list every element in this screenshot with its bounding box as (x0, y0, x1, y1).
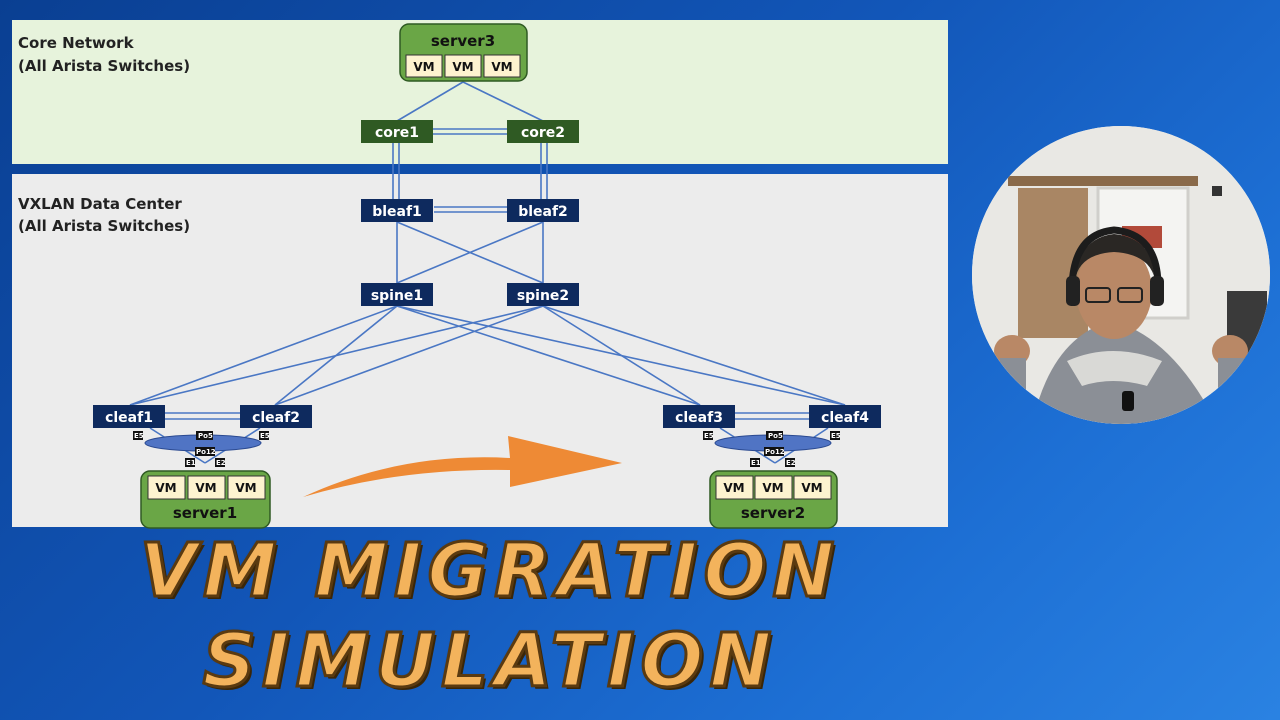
vm-label: VM (195, 481, 216, 495)
switch-label: bleaf2 (518, 204, 568, 220)
switch-label: core2 (521, 125, 565, 141)
vm-label: VM (762, 481, 783, 495)
server-label: server1 (173, 504, 237, 522)
switch-bleaf1[interactable]: bleaf1 (361, 199, 433, 222)
links (129, 81, 846, 464)
switch-spine1[interactable]: spine1 (361, 283, 433, 306)
vm-label: VM (723, 481, 744, 495)
vm-label: VM (413, 60, 434, 74)
port-e5-cleaf2: E5 (260, 432, 270, 440)
port-po5-left: Po5 (198, 432, 213, 440)
switch-label: cleaf1 (105, 410, 153, 426)
switch-label: spine2 (517, 288, 569, 304)
presenter-webcam (972, 126, 1270, 424)
presenter-image (972, 126, 1270, 424)
switch-bleaf2[interactable]: bleaf2 (507, 199, 579, 222)
switch-core1[interactable]: core1 (361, 120, 433, 143)
port-e5-cleaf3: E5 (704, 432, 714, 440)
port-e5-cleaf4: E5 (831, 432, 841, 440)
server-label: server2 (741, 504, 805, 522)
port-e5-cleaf1: E5 (134, 432, 144, 440)
switch-core2[interactable]: core2 (507, 120, 579, 143)
port-e1-right: E1 (751, 459, 761, 467)
dc-zone-subtitle: (All Arista Switches) (18, 217, 190, 235)
switch-cleaf1[interactable]: cleaf1 (93, 405, 165, 428)
server2[interactable]: VM VM VM server2 (709, 470, 838, 529)
switch-spine2[interactable]: spine2 (507, 283, 579, 306)
core-zone-subtitle: (All Arista Switches) (18, 57, 190, 75)
vm-label: VM (235, 481, 256, 495)
vm-label: VM (452, 60, 473, 74)
switch-label: core1 (375, 125, 419, 141)
switch-label: cleaf3 (675, 410, 723, 426)
port-e2-right: E2 (786, 459, 796, 467)
switch-cleaf4[interactable]: cleaf4 (809, 405, 881, 428)
vm-label: VM (155, 481, 176, 495)
server3[interactable]: server3 VM VM VM (399, 23, 528, 82)
vm-label: VM (491, 60, 512, 74)
title-line-2: SIMULATION (201, 617, 778, 706)
migration-arrow-icon (303, 436, 622, 497)
switch-label: spine1 (371, 288, 423, 304)
server-label: server3 (431, 32, 495, 50)
server1[interactable]: VM VM VM server1 (140, 470, 271, 529)
switch-label: bleaf1 (372, 204, 422, 220)
switch-cleaf2[interactable]: cleaf2 (240, 405, 312, 428)
port-po5-right: Po5 (768, 432, 783, 440)
switch-label: cleaf4 (821, 410, 869, 426)
switch-label: cleaf2 (252, 410, 300, 426)
port-e1-left: E1 (186, 459, 196, 467)
title-line-1: VM MIGRATION (138, 527, 841, 616)
port-po12-right: Po12 (765, 448, 785, 456)
dc-zone-title: VXLAN Data Center (18, 195, 182, 213)
port-po12-left: Po12 (196, 448, 216, 456)
port-e2-left: E2 (216, 459, 226, 467)
switch-cleaf3[interactable]: cleaf3 (663, 405, 735, 428)
vm-label: VM (801, 481, 822, 495)
core-zone-title: Core Network (18, 34, 135, 52)
